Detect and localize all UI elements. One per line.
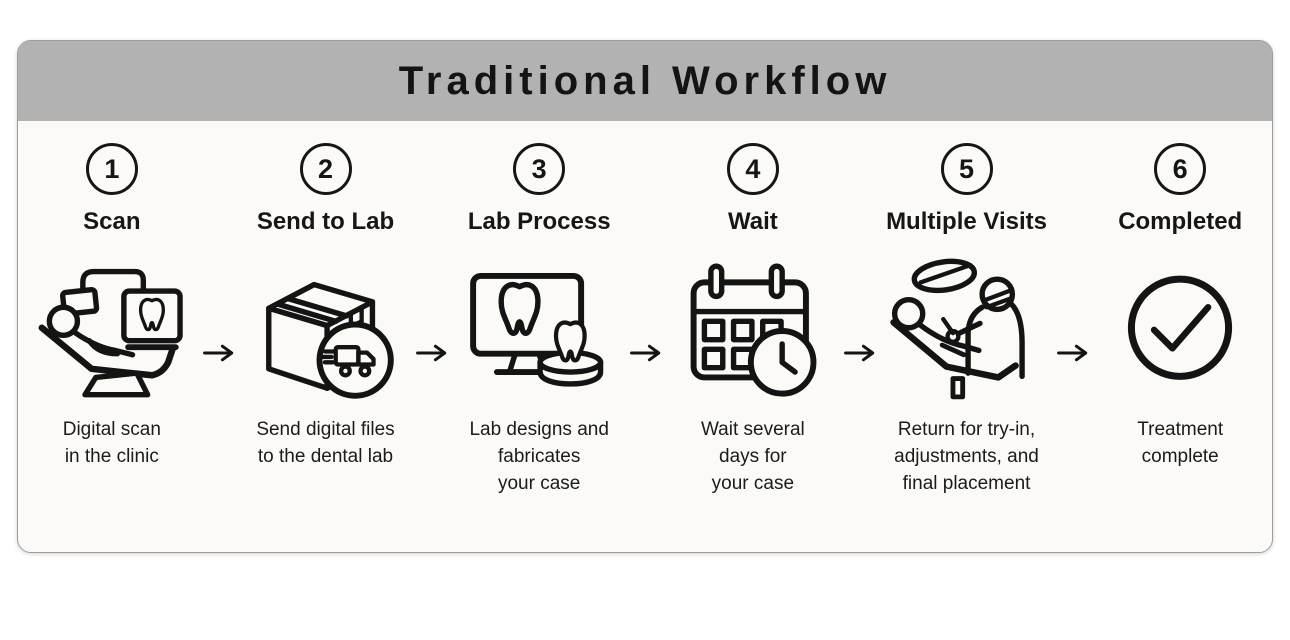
- step-description: Digital scan in the clinic: [62, 418, 161, 467]
- shipping-box-truck-icon: [265, 281, 394, 399]
- step-icon-box: [245, 245, 407, 417]
- step-number: 3: [531, 153, 547, 184]
- dental-scan-chair-icon: [38, 268, 183, 398]
- step-icon-box: [1099, 245, 1261, 417]
- step-description: Lab designs and fabricates your case: [469, 418, 609, 494]
- right-arrow-icon: [202, 340, 236, 498]
- page-title: Traditional Workflow: [398, 58, 892, 103]
- workflow-step: 5 Multiple Visits Return for try-in, adj…: [877, 143, 1057, 498]
- workflow-card: Traditional Workflow 1 Scan Digital scan…: [17, 40, 1273, 553]
- step-title: Scan: [83, 208, 141, 235]
- step-number-badge: 3: [513, 143, 566, 195]
- step-description: Treatment complete: [1137, 418, 1224, 467]
- step-title: Lab Process: [467, 208, 611, 235]
- card-header: Traditional Workflow: [18, 41, 1272, 121]
- workflow-step: 4 Wait Wait several days for your case: [663, 143, 843, 498]
- step-icon-box: [458, 245, 620, 417]
- step-title: Send to Lab: [256, 208, 395, 235]
- right-arrow-icon: [843, 340, 877, 498]
- step-number: 6: [1172, 153, 1188, 184]
- workflow-step: 1 Scan Digital scan in the clinic: [22, 143, 202, 498]
- step-number: 2: [317, 153, 334, 184]
- step-number-badge: 1: [85, 143, 138, 195]
- step-description: Wait several days for your case: [700, 418, 805, 494]
- check-circle-icon: [1128, 275, 1233, 380]
- workflow-step: 2 Send to Lab Send digital files to the …: [236, 143, 416, 498]
- step-number-badge: 5: [940, 143, 993, 195]
- step-description: Return for try-in, adjustments, and fina…: [894, 418, 1039, 494]
- step-description: Send digital files to the dental lab: [256, 418, 395, 467]
- workflow-step: 3 Lab Process Lab designs and fabricates…: [449, 143, 629, 498]
- step-number: 1: [104, 153, 120, 184]
- right-arrow-icon: [1056, 340, 1090, 498]
- step-title: Wait: [727, 208, 778, 235]
- step-number-badge: 6: [1154, 143, 1207, 195]
- step-number-badge: 4: [726, 143, 779, 195]
- workflow-step: 6 Completed Treatment complete: [1090, 143, 1270, 498]
- step-title: Multiple Visits: [886, 208, 1047, 235]
- step-icon-box: [672, 245, 834, 417]
- step-icon-box: [31, 245, 193, 417]
- monitor-tooth-model-icon: [470, 272, 604, 387]
- steps-row: 1 Scan Digital scan in the clinic 2 Send…: [18, 121, 1272, 498]
- right-arrow-icon: [415, 340, 449, 498]
- step-icon-box: [886, 245, 1048, 417]
- step-title: Completed: [1118, 208, 1243, 235]
- calendar-clock-icon: [690, 263, 817, 397]
- step-number: 4: [745, 153, 761, 184]
- dentist-visit-chair-icon: [889, 258, 1025, 400]
- right-arrow-icon: [629, 340, 663, 498]
- step-number-badge: 2: [299, 143, 352, 195]
- step-number: 5: [959, 153, 975, 184]
